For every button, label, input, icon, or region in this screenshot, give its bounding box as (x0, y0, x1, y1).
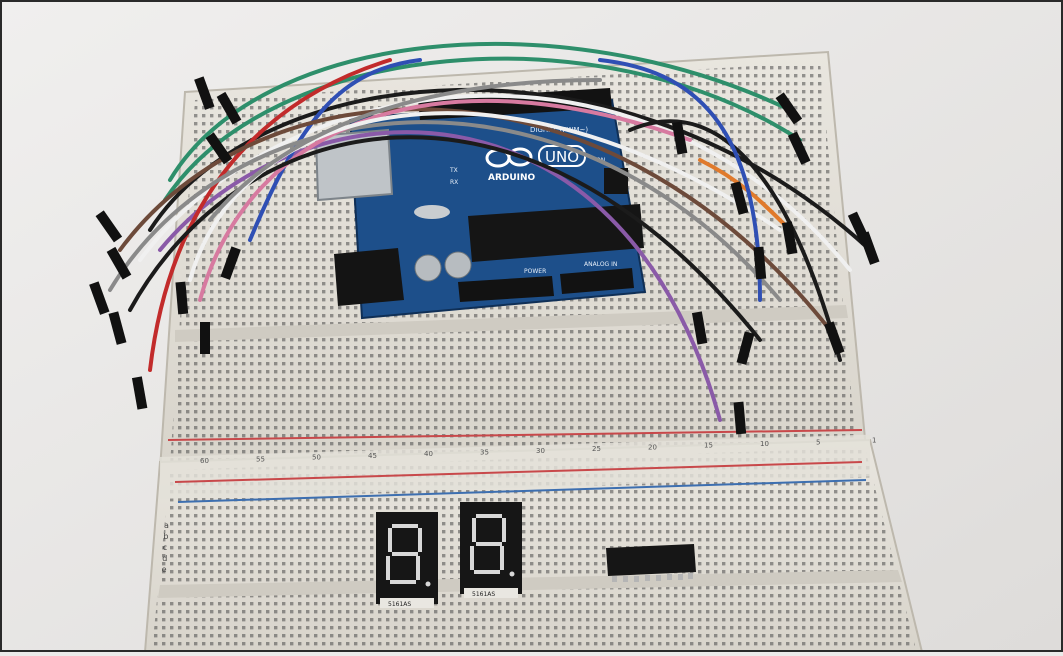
jumper-pin-head (131, 376, 148, 410)
bottom-rail-red-line (174, 461, 863, 483)
row-letter-label: a (164, 521, 169, 530)
column-number-label: 20 (648, 443, 657, 451)
jumper-wire (163, 56, 802, 202)
jumper-wire (158, 130, 722, 422)
jumper-pin-head (775, 92, 803, 125)
column-number-label: 15 (704, 442, 713, 450)
arduino-uno-board: ARDUINO UNO DIGITAL (PWM~) POWER ANALOG … (314, 88, 647, 320)
jumper-pin-head (781, 221, 798, 255)
jumper-pin-head (175, 281, 189, 315)
jumper-pin-head (691, 311, 708, 345)
seven-segment-display-right: 5161AS (460, 502, 522, 598)
analog-header (560, 268, 634, 294)
column-number-label: 60 (200, 457, 209, 465)
ic-chip (606, 544, 696, 582)
jumper-pin-head (95, 210, 123, 243)
bottom-breadboard (143, 434, 924, 653)
power-label: POWER (524, 268, 546, 275)
jumper-pin-head (205, 132, 233, 165)
column-number-label: 35 (480, 449, 489, 457)
jumper-pin-head (200, 322, 210, 354)
display-right-label: 5161AS (472, 591, 495, 598)
row-letter-label: e (162, 565, 167, 574)
dc-power-jack (334, 248, 404, 306)
column-number-label: 55 (256, 455, 265, 463)
power-header (458, 276, 554, 302)
jumper-pin-head (847, 211, 871, 245)
atmega-chip (468, 204, 644, 262)
row-letter-label: b (163, 532, 168, 541)
column-number-label: 1 (872, 437, 876, 445)
jumper-wire (128, 135, 762, 342)
capacitor-right (444, 251, 472, 279)
analog-label: ANALOG IN (584, 261, 617, 268)
jumper-pin-head (216, 91, 242, 125)
jumper-wire (108, 120, 782, 302)
digital-header-label: DIGITAL (PWM~) (530, 126, 588, 134)
jumper-pin-head (220, 246, 241, 280)
row-letter-label: d (162, 554, 167, 563)
jumper-pin-head (730, 181, 749, 215)
rx-label: RX (450, 179, 458, 186)
arduino-brand-text: ARDUINO (488, 173, 536, 183)
column-number-label: 25 (592, 445, 601, 453)
jumper-pin-head (89, 281, 110, 315)
uno-model-text: UNO (545, 148, 579, 166)
jumper-wire (118, 107, 832, 332)
jumper-pin-head (736, 331, 755, 365)
power-rail-red-line (167, 429, 863, 441)
capacitor-left (414, 254, 442, 282)
jumper-pin-head (787, 131, 811, 165)
bottom-trench (158, 570, 902, 598)
jumper-wire (198, 98, 692, 302)
jumper-pin-head (194, 76, 215, 110)
column-number-label: 10 (760, 440, 769, 448)
column-number-label: 50 (312, 454, 321, 462)
jumper-wire (628, 119, 842, 362)
row-letter-label: c (163, 543, 167, 552)
jumper-wire (208, 78, 602, 222)
jumper-pin-head (824, 321, 845, 355)
jumper-wire (248, 58, 422, 242)
jumper-pin-head (108, 311, 127, 345)
jumper-pin-head (671, 121, 688, 155)
jumper-pin-head (753, 246, 767, 280)
jumper-pin-head (733, 401, 747, 435)
display-left-label: 5161AS (388, 601, 411, 608)
crystal-oscillator (414, 205, 450, 219)
column-number-label: 45 (368, 452, 377, 460)
jumper-wire (168, 41, 792, 182)
column-number-label: 30 (536, 447, 545, 455)
bottom-rail-blue-line (177, 479, 867, 503)
jumper-wire-bundle (89, 41, 880, 435)
column-number-label: 40 (424, 450, 433, 458)
jumper-wire (598, 58, 762, 302)
seven-segment-display-left: 5161AS (376, 512, 438, 608)
jumper-pin-head (106, 246, 132, 280)
jumper-wire (188, 111, 782, 282)
column-number-label: 5 (816, 438, 820, 446)
jumper-wire (148, 58, 392, 372)
tx-label: TX (449, 167, 458, 174)
